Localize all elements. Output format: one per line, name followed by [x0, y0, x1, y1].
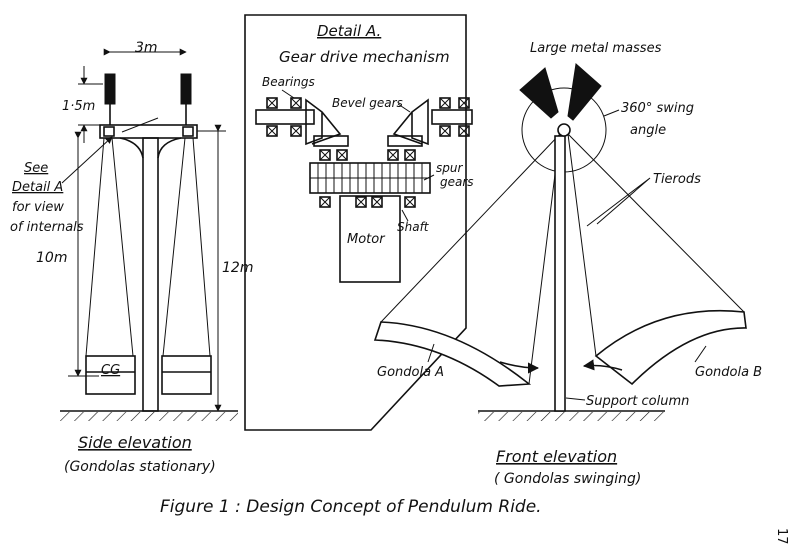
page-number: 17	[774, 528, 789, 544]
detail-a-title: Detail A.	[317, 22, 381, 40]
side-elevation: CG 3m 1·5m 10m 12m See Detail A for view…	[10, 40, 253, 475]
front-elevation-title: Front elevation	[496, 447, 617, 466]
gondola-b-leader	[694, 345, 707, 363]
gondola-b-motion-arrow	[582, 359, 623, 371]
metal-mass-right	[567, 63, 602, 121]
side-elevation-subtitle: (Gondolas stationary)	[64, 459, 216, 475]
figure-caption: Figure 1 : Design Concept of Pendulum Ri…	[160, 497, 542, 517]
detail-a-subtitle: Gear drive mechanism	[279, 48, 450, 66]
metal-masses-label: Large metal masses	[530, 41, 662, 56]
front-elevation-subtitle: ( Gondolas swinging)	[494, 471, 641, 487]
support-column-leader	[565, 397, 586, 401]
gondola-b-label: Gondola B	[695, 365, 762, 380]
side-gondola-left	[85, 355, 136, 395]
see-detail-note-line3: for view	[12, 200, 64, 215]
pivot-hub	[557, 123, 571, 137]
dim-3m-label: 3m	[135, 40, 158, 56]
detail-a-panel: Detail A. Gear drive mechanism	[244, 14, 474, 431]
side-bearing-right	[182, 126, 194, 137]
counterweight-right	[180, 73, 192, 105]
detail-bevel-gear-right	[392, 98, 429, 146]
dim-15m-label: 1·5m	[62, 99, 95, 114]
front-support-column	[554, 135, 566, 412]
gondola-a-label: Gondola A	[377, 365, 444, 380]
side-tierods-right	[162, 137, 211, 357]
detail-spur-label: spur	[436, 161, 463, 175]
side-support-column	[142, 137, 159, 412]
front-gondola-b	[594, 309, 747, 386]
detail-a-pointer	[121, 117, 159, 133]
side-bearing-left	[103, 126, 115, 137]
dim-12m-label: 12m	[222, 260, 253, 276]
detail-bevel-gear-left	[305, 98, 342, 146]
front-elevation: Large metal masses 360° swing angle Tier…	[373, 41, 762, 487]
tierods-gondola-b	[567, 133, 745, 357]
front-gondola-a	[373, 321, 532, 387]
support-column-label: Support column	[586, 394, 689, 409]
detail-a-border	[244, 14, 467, 431]
detail-spur-leader	[423, 174, 435, 181]
metal-mass-left	[519, 67, 559, 119]
detail-bearings-label: Bearings	[262, 75, 315, 89]
side-column-flare	[119, 137, 182, 159]
see-detail-note-line1: See	[24, 161, 48, 176]
detail-shaft-right	[431, 109, 473, 125]
side-gondola-right	[161, 355, 212, 395]
detail-spur-gear-teeth	[310, 163, 430, 193]
detail-bearings	[266, 97, 470, 137]
detail-bevel-leader	[397, 103, 411, 113]
see-detail-leader	[61, 136, 113, 184]
swing-angle-label-1: 360° swing	[621, 101, 694, 116]
side-ground-hatch	[60, 412, 238, 421]
detail-gear-boxes-lower	[319, 196, 416, 208]
detail-bevel-label: Bevel gears	[332, 96, 403, 110]
side-elevation-title: Side elevation	[78, 433, 192, 452]
detail-motor	[339, 195, 401, 283]
detail-pinion-left	[313, 135, 349, 147]
see-detail-note-line4: of internals	[10, 220, 84, 235]
side-tierods-left	[85, 137, 134, 357]
swing-angle-leader	[603, 109, 620, 117]
see-detail-note-line2: Detail A	[12, 180, 63, 195]
detail-motor-label: Motor	[347, 232, 386, 247]
gondola-a-leader	[427, 343, 435, 363]
detail-pinion-right	[387, 135, 423, 147]
detail-shaft-leader	[401, 209, 409, 222]
side-cg-label: CG	[101, 363, 120, 378]
tierods-leader	[586, 177, 651, 227]
dim-10m-label: 10m	[36, 250, 67, 266]
detail-bearings-leader	[281, 89, 295, 99]
swing-angle-label-2: angle	[630, 123, 666, 138]
gondola-a-motion-arrow	[499, 361, 540, 374]
counterweight-left	[104, 73, 116, 105]
detail-gear-boxes-upper	[319, 149, 416, 161]
detail-shaft-left	[255, 109, 315, 125]
tierods-label: Tierods	[653, 172, 701, 187]
front-ground-hatch	[478, 412, 665, 421]
detail-gears-label: gears	[440, 175, 474, 189]
detail-shaft-label: Shaft	[397, 220, 430, 234]
